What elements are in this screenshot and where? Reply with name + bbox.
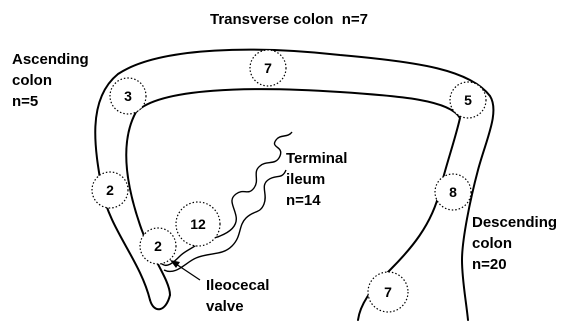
site-sigmoid: 7: [368, 272, 408, 312]
ascending-line-1: Ascending: [12, 51, 89, 68]
site-terminal-ileum: 12: [176, 202, 220, 246]
site-count: 3: [124, 88, 132, 104]
ileocecal-line-2: valve: [206, 298, 244, 315]
site-count: 8: [449, 184, 457, 200]
terminal-ileum-line-1: Terminal: [286, 150, 347, 167]
descending-colon-label: Descending colon n=20: [472, 214, 557, 273]
descending-line-1: Descending: [472, 214, 557, 231]
ileocecal-line-1: Ileocecal: [206, 277, 269, 294]
site-cecum: 2: [140, 228, 176, 264]
terminal-ileum-line-3: n=14: [286, 192, 321, 209]
site-ascending-upper: 3: [110, 78, 146, 114]
site-count: 2: [106, 182, 114, 198]
site-count: 2: [154, 238, 162, 254]
terminal-ileum-line: [160, 132, 292, 265]
cecum-cap: [150, 295, 170, 309]
ascending-line-3: n=5: [12, 93, 38, 110]
ileocecal-arrow: [170, 260, 200, 280]
site-ascending-mid: 2: [92, 172, 128, 208]
ascending-colon-label: Ascending colon n=5: [12, 51, 89, 110]
site-count: 5: [464, 92, 472, 108]
site-splenic-flexure: 5: [450, 82, 486, 118]
terminal-ileum-label: Terminal ileum n=14: [286, 150, 347, 209]
transverse-colon-label: Transverse colon n=7: [210, 11, 368, 28]
descending-line-3: n=20: [472, 256, 507, 273]
ileocecal-valve-label: Ileocecal valve: [206, 277, 269, 315]
ascending-line-2: colon: [12, 72, 52, 89]
site-descending-mid: 8: [435, 174, 471, 210]
site-count: 7: [384, 284, 392, 300]
descending-line-2: colon: [472, 235, 512, 252]
site-count: 12: [190, 216, 206, 232]
site-count: 7: [264, 60, 272, 76]
terminal-ileum-line-2: ileum: [286, 171, 325, 188]
site-transverse-mid: 7: [250, 50, 286, 86]
